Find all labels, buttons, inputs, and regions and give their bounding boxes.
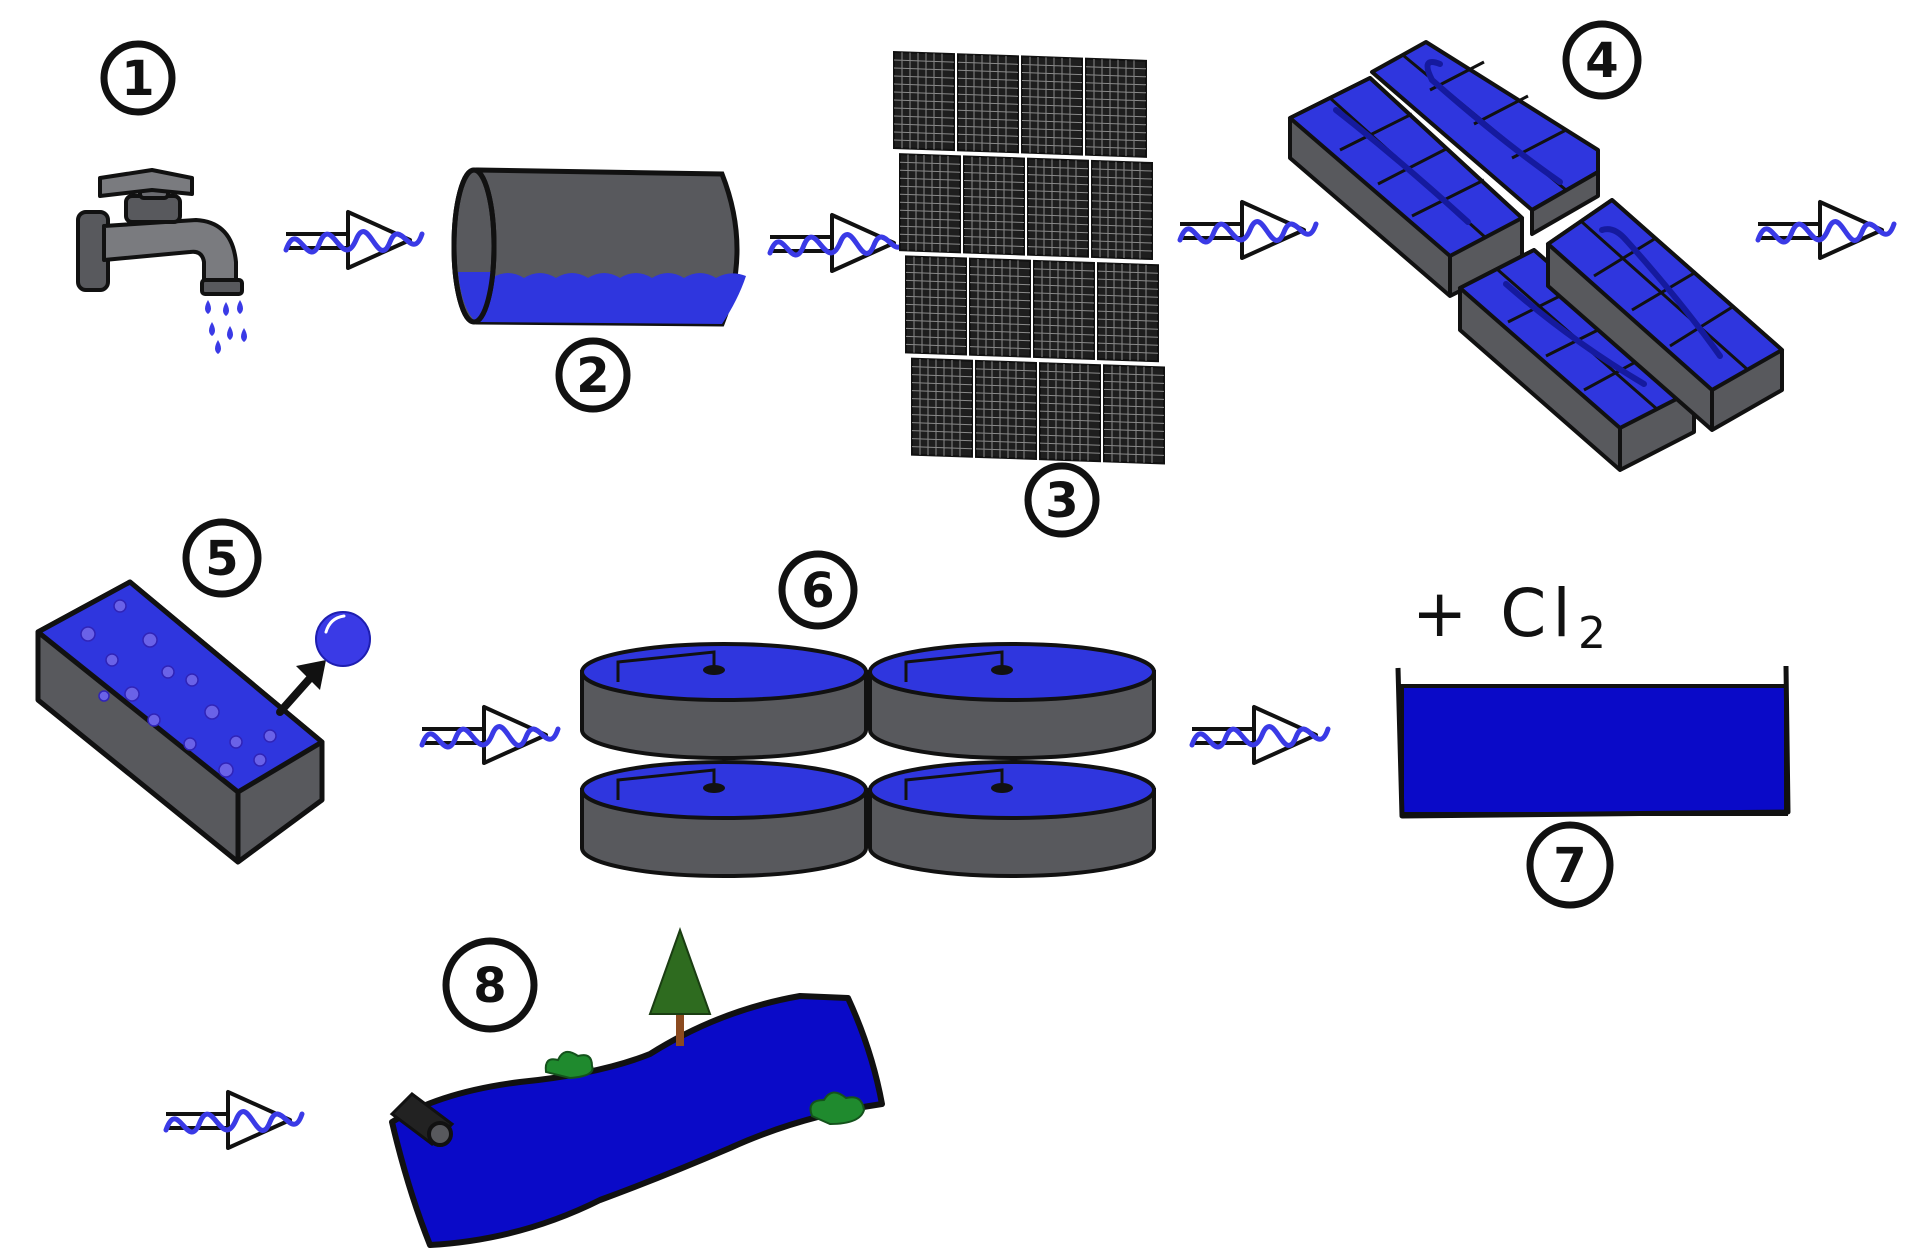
svg-text:2: 2 xyxy=(576,348,609,404)
flow-arrow-icon xyxy=(286,212,422,268)
flow-arrow-icon xyxy=(1758,202,1894,258)
aeration-tank-icon xyxy=(35,579,371,865)
chlorine-label: + Cl 2 xyxy=(1412,575,1606,659)
svg-text:5: 5 xyxy=(205,531,238,587)
svg-text:+ Cl: + Cl xyxy=(1412,575,1577,652)
flow-arrow-icon xyxy=(1180,202,1316,258)
step-number-5: 5 xyxy=(182,518,262,598)
flow-arrow-icon xyxy=(166,1092,302,1148)
step-number-1: 1 xyxy=(100,40,176,116)
step-number-8: 8 xyxy=(442,937,538,1033)
flow-arrow-icon xyxy=(422,707,558,763)
svg-text:6: 6 xyxy=(801,563,834,619)
flow-arrow-icon xyxy=(770,215,906,271)
svg-text:4: 4 xyxy=(1585,33,1618,89)
disinfection-tank-icon xyxy=(1395,665,1791,819)
step-number-7: 7 xyxy=(1526,821,1614,909)
svg-text:8: 8 xyxy=(473,958,506,1014)
step-number-6: 6 xyxy=(778,550,858,630)
screen-filter-icon xyxy=(892,50,1166,465)
faucet-icon xyxy=(76,168,247,354)
svg-text:7: 7 xyxy=(1553,838,1586,894)
clarifier-tanks-icon xyxy=(580,642,1156,878)
svg-text:3: 3 xyxy=(1045,473,1078,529)
step-number-4: 4 xyxy=(1562,20,1642,100)
svg-text:2: 2 xyxy=(1578,608,1606,659)
collection-tank-icon xyxy=(451,167,746,327)
svg-text:1: 1 xyxy=(121,51,154,107)
step-number-2: 2 xyxy=(555,337,631,413)
mixing-basins-icon xyxy=(1288,40,1784,472)
river-discharge-icon xyxy=(389,927,885,1248)
step-number-3: 3 xyxy=(1024,462,1100,538)
flow-arrow-icon xyxy=(1192,707,1328,763)
